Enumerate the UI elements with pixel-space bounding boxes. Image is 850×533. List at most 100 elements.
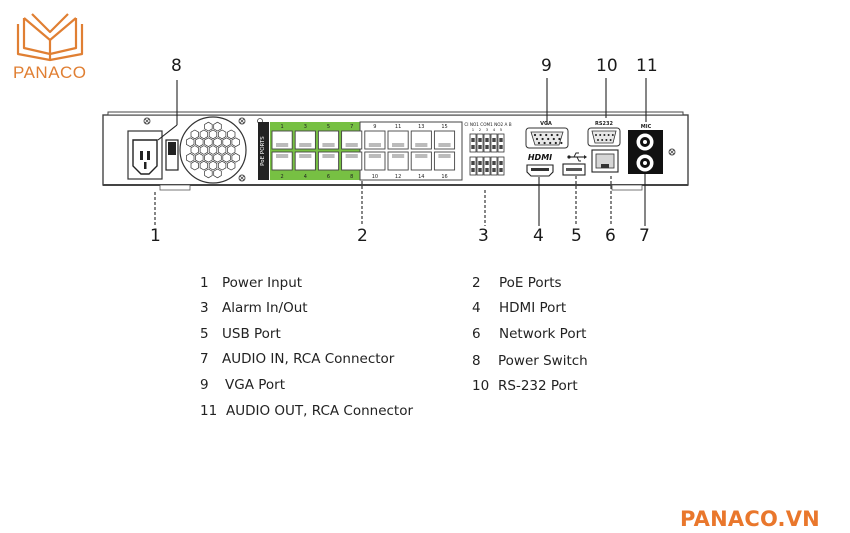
alarm-terminal[interactable] (490, 156, 498, 176)
poe-port-latch (438, 154, 451, 158)
callout-lines (154, 78, 647, 226)
poe-port-number: 9 (373, 124, 376, 130)
alarm-terminal-screw (492, 168, 496, 172)
legend-num: 6 (472, 326, 481, 342)
rs232-port[interactable]: RS232 (587, 121, 621, 147)
legend-num: 9 (200, 377, 209, 393)
fan-hole (195, 137, 204, 148)
alarm-terminal[interactable] (497, 156, 505, 176)
fan-hole (190, 145, 199, 155)
alarm-terminal-number: 5 (500, 127, 503, 132)
poe-port-number: 7 (350, 124, 353, 130)
legend-num: 2 (472, 275, 481, 291)
callout-2: 2 (357, 226, 368, 246)
poe-port-latch (392, 154, 405, 158)
rs232-pin (603, 134, 606, 136)
audio-rca-block: MIC (628, 124, 663, 174)
alarm-terminal[interactable] (483, 156, 491, 176)
alarm-terminal[interactable] (476, 156, 484, 176)
poe-port-latch (415, 154, 428, 158)
usb-port[interactable] (562, 152, 587, 176)
audio-in-rca-connector[interactable] (636, 154, 654, 172)
rs232-pin (595, 134, 597, 136)
legend-num: 10 (472, 378, 490, 394)
hdmi-logo-label: HDMI (528, 153, 552, 162)
rs232-pin (611, 134, 614, 136)
poe-port-number: 13 (418, 124, 424, 130)
alarm-terminal[interactable] (469, 133, 477, 153)
poe-port-number: 16 (441, 174, 447, 180)
usb-icon (567, 152, 587, 162)
alarm-terminal-number: 4 (493, 127, 496, 132)
alarm-terminal[interactable] (476, 133, 484, 153)
poe-port-latch (276, 154, 289, 158)
poe-port-latch (438, 143, 451, 147)
rs232-pin (605, 139, 608, 141)
legend-label: AUDIO IN, RCA Connector (222, 351, 395, 367)
poe-port-latch (276, 143, 289, 147)
legend-num: 4 (472, 300, 481, 316)
fan-hole (190, 160, 199, 171)
logo-text: PANACO (13, 63, 87, 82)
fan-hole (190, 129, 199, 140)
power-input-socket[interactable] (127, 130, 163, 180)
poe-port-number: 3 (304, 124, 307, 130)
alarm-terminal-screw (471, 161, 475, 165)
alarm-terminal-screw (492, 145, 496, 149)
alarm-terminal-screw (471, 145, 475, 149)
legend-num: 7 (200, 351, 209, 367)
poe-port-number: 5 (327, 124, 330, 130)
legend-num: 8 (472, 353, 481, 369)
alarm-terminal-number: 2 (479, 127, 482, 132)
alarm-terminal-screw (499, 138, 503, 142)
poe-vertical-label: PoE PORTS (260, 136, 266, 166)
alarm-terminal[interactable] (483, 133, 491, 153)
alarm-terminal[interactable] (497, 133, 505, 153)
vga-pin (535, 137, 539, 141)
alarm-terminal[interactable] (469, 156, 477, 176)
alarm-terminal-screw (485, 161, 489, 165)
fan-hole (213, 137, 222, 148)
alarm-terminal-number: 1 (472, 127, 475, 132)
callout-4: 4 (533, 226, 544, 246)
alarm-terminal-screw (471, 138, 475, 142)
callout-5: 5 (571, 226, 582, 246)
legend-item-7: 7 AUDIO IN, RCA Connector (200, 351, 394, 367)
vga-pin (545, 133, 548, 137)
alarm-terminal-screw (485, 138, 489, 142)
poe-port-number: 6 (327, 174, 330, 180)
fan-hole (227, 160, 236, 171)
alarm-terminal-screw (492, 161, 496, 165)
alarm-terminal-screw (499, 145, 503, 149)
audio-out-rca-connector[interactable] (636, 133, 654, 151)
fan-hole (217, 129, 227, 140)
legend-label: Network Port (499, 326, 587, 342)
fan-hole (217, 145, 227, 155)
callout-9: 9 (541, 56, 552, 76)
network-port[interactable] (591, 149, 619, 173)
poe-port-latch (299, 154, 312, 158)
fan-hole (204, 137, 213, 148)
hdmi-port[interactable]: HDMI (526, 153, 554, 177)
alarm-terminal[interactable] (490, 133, 498, 153)
fan-hole (217, 160, 227, 171)
poe-port-number: 11 (395, 124, 401, 130)
fan-hole (231, 137, 240, 148)
legend-num: 11 (200, 403, 218, 419)
alarm-header-label: CI NO1 COM1 NO2 A B (464, 122, 511, 127)
vga-port[interactable]: VGA (525, 121, 569, 149)
rs232-pin (597, 139, 599, 141)
power-switch[interactable] (165, 139, 179, 171)
vga-label: VGA (540, 121, 552, 127)
poe-port-latch (299, 143, 312, 147)
callout-7: 7 (639, 226, 650, 246)
alarm-terminal-screw (499, 161, 503, 165)
fan-hole (199, 160, 209, 171)
legend-label: Alarm In/Out (222, 300, 308, 316)
fan-hole (208, 145, 218, 155)
